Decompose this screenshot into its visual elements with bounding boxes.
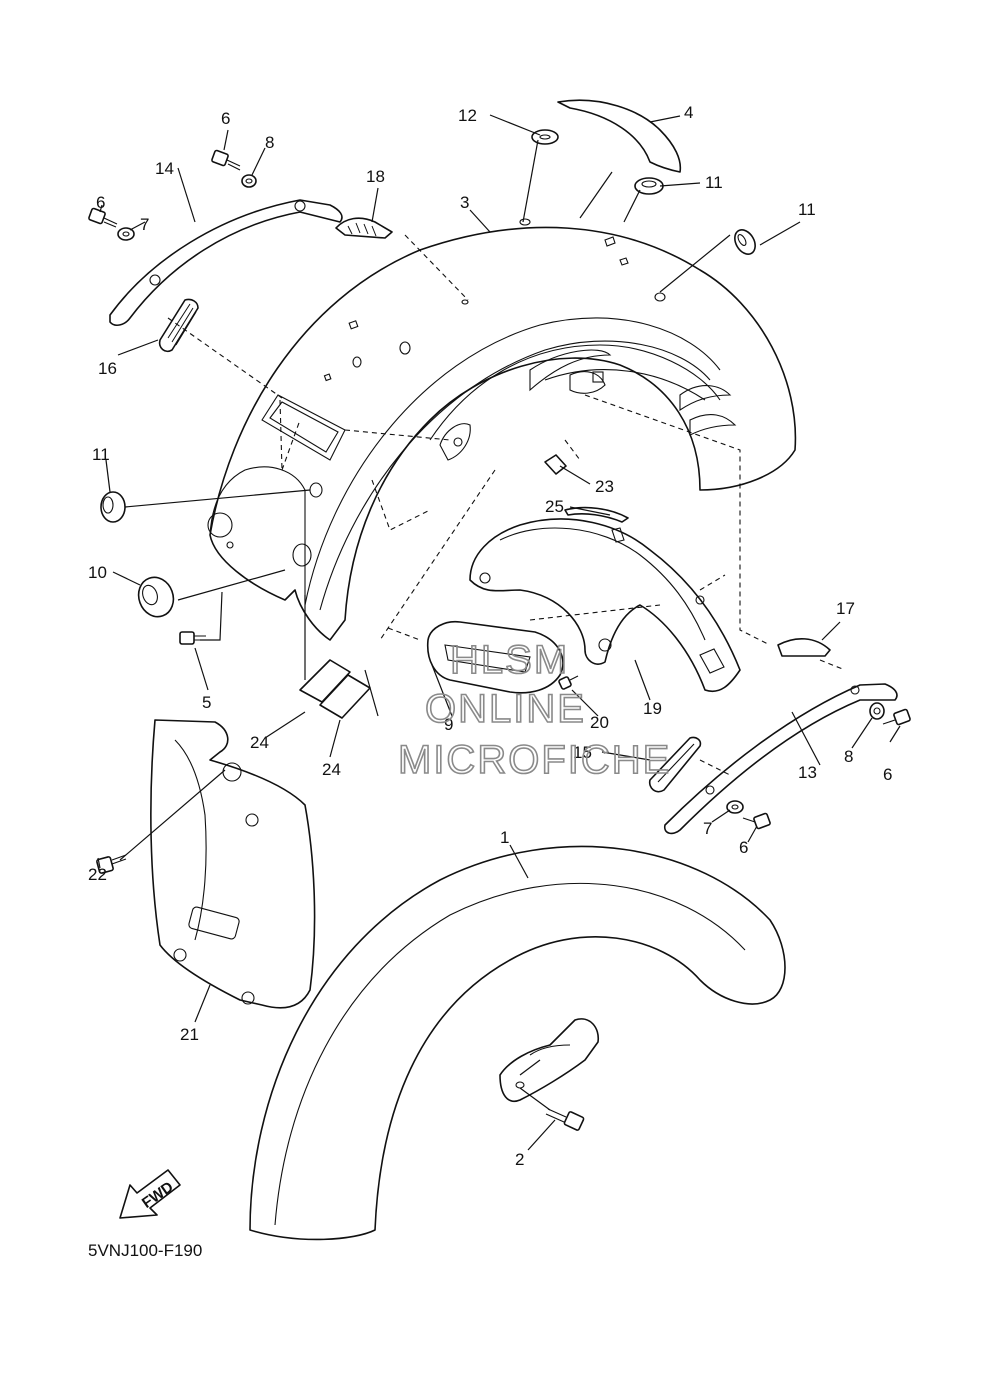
- inner-fender-part-19: [469, 518, 741, 692]
- washer-part-12: [531, 129, 559, 145]
- callout-18: 18: [366, 167, 385, 186]
- callout-6b: 6: [96, 193, 105, 212]
- bolt-part-6c: [882, 708, 911, 726]
- callout-3: 3: [460, 193, 469, 212]
- callout-8a: 8: [265, 133, 274, 152]
- washer-part-7b: [726, 800, 744, 814]
- callout-11a: 11: [705, 173, 723, 192]
- nut-part-23: [544, 454, 567, 475]
- callout-15: 15: [573, 743, 592, 762]
- watermark-line-1: HLSM: [450, 638, 569, 682]
- callout-24a: 24: [250, 733, 269, 752]
- callout-11b: 11: [798, 200, 816, 219]
- callout-11c: 11: [92, 445, 110, 464]
- callout-labels: 1 2 3 4 5 6 6 6 6 7 7 8 8 9 10 11 11 11 …: [88, 103, 892, 1169]
- forward-direction-arrow: FWD: [119, 1169, 181, 1219]
- callout-19: 19: [643, 699, 662, 718]
- callout-14: 14: [155, 159, 174, 178]
- watermark: HLSM ONLINE MICROFICHE: [397, 637, 671, 783]
- emblem-part-4: [557, 99, 682, 173]
- callout-2: 2: [515, 1150, 524, 1169]
- callout-7b: 7: [703, 819, 712, 838]
- callout-7a: 7: [140, 215, 149, 234]
- watermark-line-3: MICROFICHE: [398, 738, 671, 782]
- bolt-part-5: [179, 631, 206, 645]
- plate-bracket-part-24: [299, 659, 371, 719]
- callout-16: 16: [98, 359, 117, 378]
- rail-pad-part-15: [648, 736, 702, 793]
- callout-22: 22: [88, 865, 107, 884]
- fender-rail-part-14: [109, 199, 343, 327]
- diagram-reference-code: 5VNJ100-F190: [88, 1241, 202, 1260]
- callout-13: 13: [798, 763, 817, 782]
- license-light-part-9: [426, 620, 564, 694]
- bolt-part-6b: [88, 207, 118, 228]
- callout-25: 25: [545, 497, 564, 516]
- callout-6a: 6: [221, 109, 230, 128]
- callout-23: 23: [595, 477, 614, 496]
- callout-6d: 6: [739, 838, 748, 857]
- callout-10: 10: [88, 563, 107, 582]
- callout-12: 12: [458, 106, 477, 125]
- callout-17: 17: [836, 599, 855, 618]
- callout-8b: 8: [844, 747, 853, 766]
- fender-rail-part-13: [663, 683, 898, 835]
- bracket-part-25: [564, 506, 629, 523]
- grommet-part-11c: [100, 491, 126, 523]
- bolt-part-22: [96, 854, 127, 874]
- leader-lines: [97, 114, 901, 1151]
- screw-part-20: [558, 675, 579, 690]
- callout-9: 9: [444, 715, 453, 734]
- washer-part-8b: [869, 702, 885, 720]
- side-cover-part-21: [150, 719, 316, 1009]
- callout-1: 1: [500, 828, 509, 847]
- callout-4: 4: [684, 103, 693, 122]
- watermark-line-2: ONLINE: [425, 687, 586, 731]
- washer-part-7a: [117, 227, 135, 241]
- front-fender-part-1: [249, 845, 786, 1241]
- bolt-part-6a: [211, 149, 241, 171]
- callout-24b: 24: [322, 760, 341, 779]
- callout-6c: 6: [883, 765, 892, 784]
- grommet-part-10: [137, 576, 175, 618]
- rail-pad-part-17: [777, 638, 831, 657]
- washer-part-8a: [241, 174, 257, 188]
- grommet-part-11b: [734, 229, 756, 255]
- callout-21: 21: [180, 1025, 199, 1044]
- bolt-part-6d: [742, 812, 771, 830]
- callout-5: 5: [202, 693, 211, 712]
- assembly-lines: [119, 234, 846, 1111]
- callout-20: 20: [590, 713, 609, 732]
- bolt-part-2: [545, 1108, 585, 1131]
- rear-fender-part-3: [207, 218, 797, 641]
- rail-pad-part-18: [335, 217, 393, 239]
